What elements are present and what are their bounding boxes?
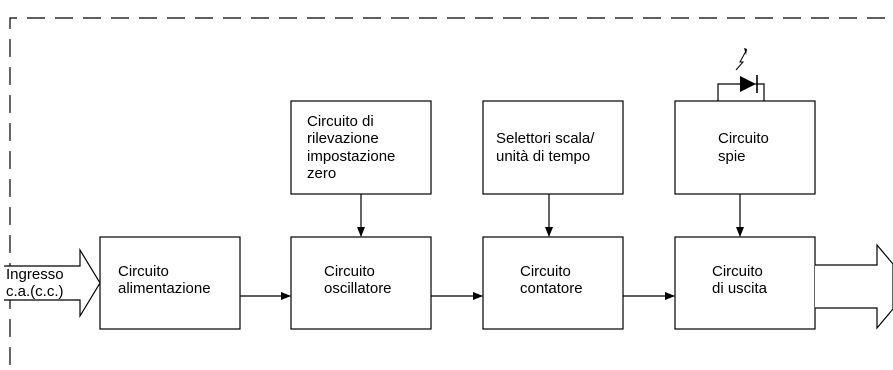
counter-label: Circuito contatore [520,263,583,297]
output-label: Circuito di uscita [712,263,768,297]
counter-block [482,236,624,330]
indicator-block [674,100,816,195]
zero-detection-block [290,100,432,195]
led-icon [717,48,765,101]
output-arrow [815,243,893,330]
indicator-label: Circuito spie [718,130,773,165]
range-selectors-block [482,100,624,195]
power-supply-block [99,236,241,330]
zero-detection-label: Circuito di rilevazione impostazione zer… [307,113,400,182]
input-label: Ingresso c.a.(c.c.) [6,266,68,300]
range-selectors-label: Selettori scala/ unità di tempo [496,130,599,165]
output-block [674,236,816,330]
oscillator-label: Circuito oscillatore [324,263,392,297]
enclosure-border [9,17,893,365]
oscillator-block [290,236,432,330]
power-supply-label: Circuito alimentazione [118,263,211,297]
